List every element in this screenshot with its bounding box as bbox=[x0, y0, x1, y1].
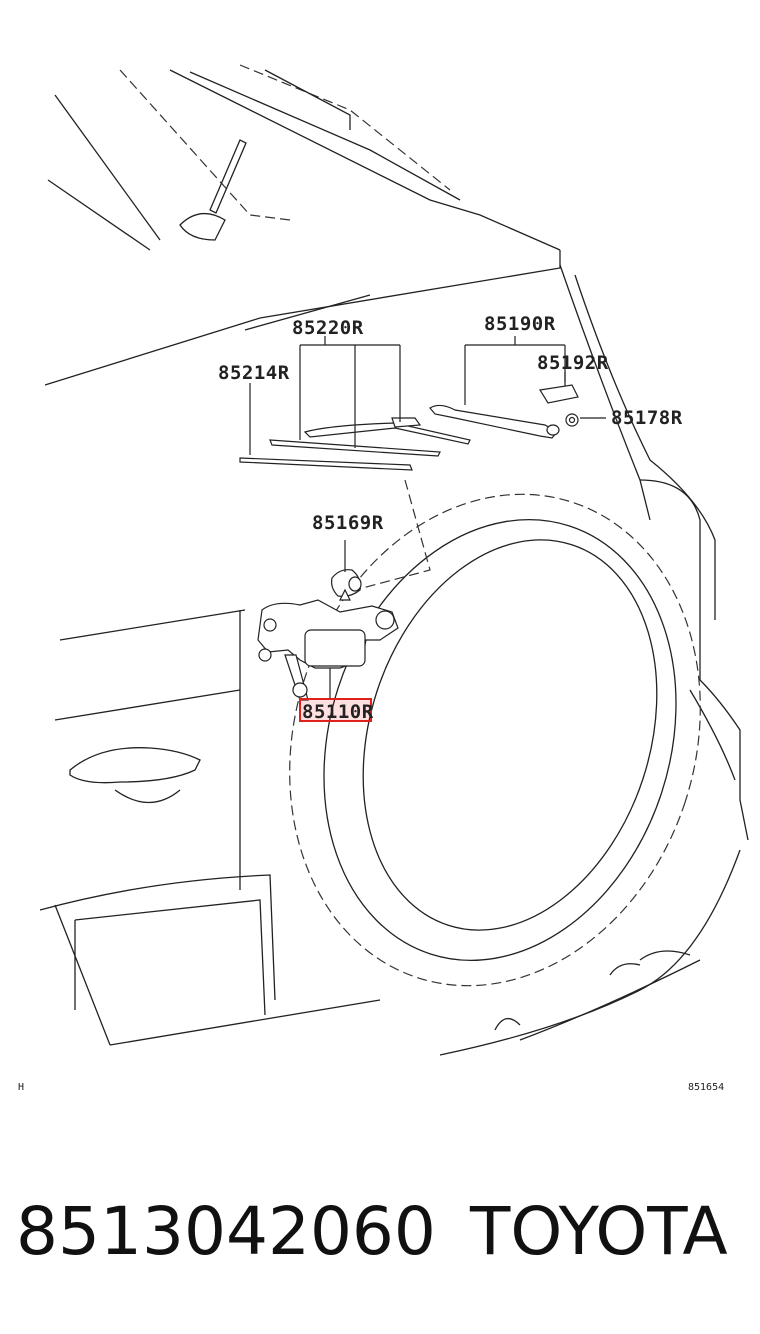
highlight-box bbox=[299, 698, 372, 722]
wiper-motor-illustration bbox=[257, 588, 399, 701]
part-number: 8513042060 bbox=[16, 1193, 436, 1270]
vehicle-outline bbox=[39, 64, 749, 1056]
callout-motor: 85110R bbox=[302, 701, 374, 723]
callout-nut: 85178R bbox=[611, 407, 683, 429]
callout-arm-cap: 85192R bbox=[537, 352, 609, 374]
product-caption: 8513042060 TOYOTA bbox=[0, 1180, 760, 1290]
callout-blade-assembly: 85220R bbox=[292, 317, 364, 339]
figure-code: 851654 bbox=[688, 1082, 724, 1093]
corner-mark: H bbox=[18, 1082, 24, 1093]
callout-blade-insert: 85214R bbox=[218, 362, 290, 384]
leader-lines bbox=[249, 336, 606, 700]
wiper-arm-illustration bbox=[429, 384, 579, 439]
spare-tire-outline bbox=[289, 479, 701, 987]
parts-diagram: 85220R 85214R 85190R 85192R 85178R 85169… bbox=[18, 64, 749, 1093]
brand-name: TOYOTA bbox=[470, 1193, 728, 1270]
callout-grommet: 85169R bbox=[312, 512, 384, 534]
callout-arm: 85190R bbox=[484, 313, 556, 335]
